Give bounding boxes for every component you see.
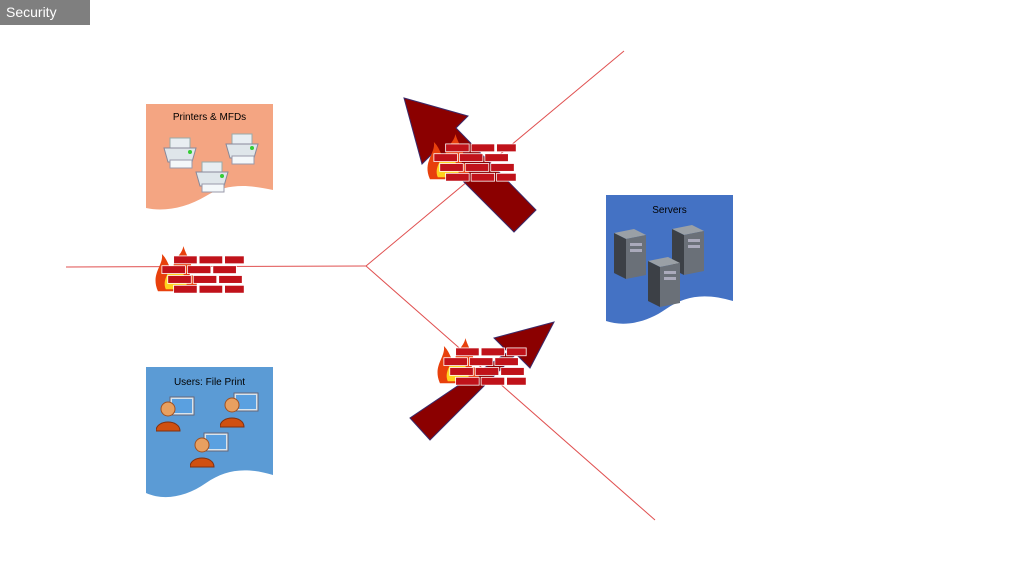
printer-icon: [195, 161, 229, 193]
server-tower-icon: [648, 257, 680, 307]
printers-card: Printers & MFDs: [146, 104, 273, 214]
user-computer-icon: [220, 392, 259, 428]
slide-title: Security: [0, 0, 90, 25]
user-computer-icon: [190, 432, 229, 468]
servers-card: Servers: [606, 195, 733, 328]
server-tower-icon: [614, 229, 646, 279]
user-computer-icon: [156, 396, 195, 432]
users-card-label: Users: File Print: [173, 377, 246, 388]
printer-icon: [225, 133, 259, 165]
users-card: Users: File Print: [146, 367, 273, 501]
firewall-left-icon: [155, 245, 245, 294]
servers-card-label: Servers: [652, 205, 687, 216]
line-down: [365, 265, 656, 521]
printers-card-label: Printers & MFDs: [172, 112, 247, 123]
server-tower-icon: [672, 225, 704, 275]
printer-icon: [163, 137, 197, 169]
